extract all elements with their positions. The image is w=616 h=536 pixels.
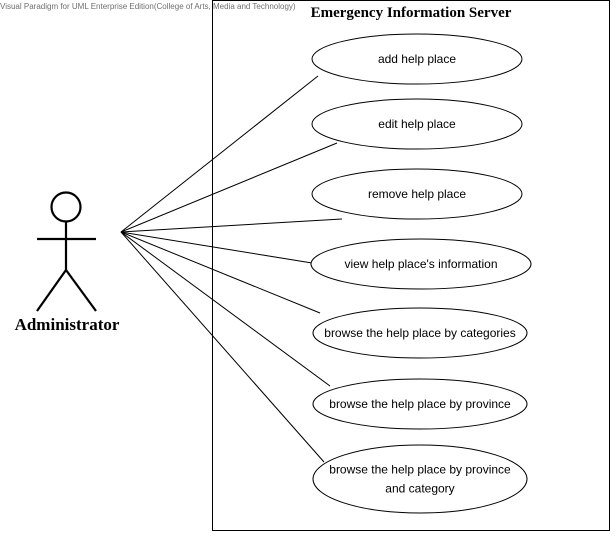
use-case-label: edit help place xyxy=(378,117,456,131)
use-case-ellipse[interactable] xyxy=(312,378,528,430)
use-case-label: remove help place xyxy=(368,187,466,201)
use-case-ellipse[interactable] xyxy=(311,98,523,150)
use-case-label: add help place xyxy=(378,52,456,66)
use-case-label: view help place's information xyxy=(344,257,497,271)
actor-administrator[interactable] xyxy=(36,191,97,312)
use-case-ellipse[interactable] xyxy=(312,444,528,514)
use-case[interactable]: browse the help place by province xyxy=(312,378,528,430)
use-case-ellipse[interactable] xyxy=(311,33,523,85)
association-line[interactable] xyxy=(120,231,313,264)
use-case[interactable]: browse the help place by province and cat… xyxy=(312,444,528,514)
use-case-ellipse[interactable] xyxy=(310,238,532,290)
association-line[interactable] xyxy=(120,142,338,233)
actor-label: Administrator xyxy=(15,315,120,334)
use-case-label: browse the help place by province xyxy=(329,463,511,477)
use-case[interactable]: edit help place xyxy=(311,98,523,150)
use-case[interactable]: view help place's information xyxy=(310,238,532,290)
associations xyxy=(120,75,343,463)
use-case-ellipse[interactable] xyxy=(312,307,528,359)
use-case-group: add help place edit help place remove help… xyxy=(310,33,532,514)
association-line[interactable] xyxy=(120,75,319,233)
watermark-text: Visual Paradigm for UML Enterprise Editi… xyxy=(0,2,296,11)
use-case[interactable]: remove help place xyxy=(311,168,523,220)
association-line[interactable] xyxy=(120,231,331,387)
actor-head xyxy=(50,191,82,223)
use-case-label: and category xyxy=(385,482,454,496)
system-title: Emergency Information Server xyxy=(311,5,512,21)
use-case[interactable]: add help place xyxy=(311,33,523,85)
actor-right-leg xyxy=(65,269,97,312)
use-case-ellipse[interactable] xyxy=(311,168,523,220)
association-line[interactable] xyxy=(120,218,343,233)
association-line[interactable] xyxy=(120,231,325,463)
association-line[interactable] xyxy=(120,231,321,314)
actor-left-leg xyxy=(36,269,67,312)
use-case-label: browse the help place by categories xyxy=(324,326,515,340)
use-case-label: browse the help place by province xyxy=(329,397,511,411)
use-case[interactable]: browse the help place by categories xyxy=(312,307,528,359)
